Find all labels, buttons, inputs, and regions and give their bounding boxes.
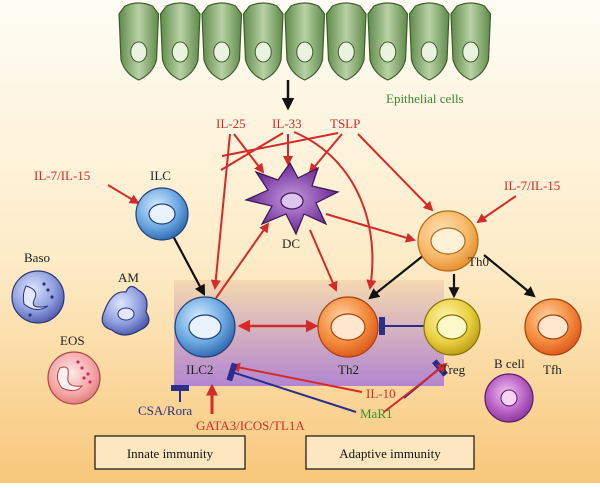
epithelial-cells-label: Epithelial cells — [386, 91, 464, 106]
il33-to-th2-arrow — [293, 131, 377, 290]
csa-rora-label: CSA/Rora — [138, 403, 192, 418]
am-label: AM — [118, 270, 139, 285]
epithelial-cell — [159, 2, 201, 81]
am-cell — [101, 285, 150, 336]
epithelial-layer — [118, 2, 492, 81]
treg-label: Treg — [441, 362, 466, 377]
il10-to-ilc2-arrow — [230, 362, 363, 393]
innate-immunity-box: Innate immunity — [94, 435, 246, 470]
adaptive-immunity-box: Adaptive immunity — [305, 435, 475, 470]
epithelial-cell — [450, 2, 492, 81]
adaptive-immunity-label: Adaptive immunity — [339, 446, 441, 461]
il7-il15-right-label: IL-7/IL-15 — [504, 178, 560, 193]
tslp-to-ilc2-line — [221, 132, 339, 157]
dc-to-th2-arrow — [309, 229, 338, 292]
ilc2-label: ILC2 — [186, 362, 213, 377]
b-cell — [484, 373, 534, 423]
mar1-inhibits-ilc2 — [226, 362, 357, 413]
epithelial-cell — [284, 2, 326, 81]
tslp-label: TSLP — [330, 116, 360, 131]
ilc2-to-dc-arrow — [215, 222, 270, 299]
dc-to-th0-arrow — [325, 213, 416, 243]
ilc2-cell — [174, 296, 236, 358]
epithelial-cell — [118, 2, 160, 81]
tfh-cell — [524, 298, 582, 356]
eos-cell — [47, 351, 101, 405]
mar1-label: MaR1 — [360, 406, 393, 421]
epithelial-cell — [201, 2, 243, 81]
tfh-label: Tfh — [543, 362, 562, 377]
il33-label: IL-33 — [272, 116, 302, 131]
th0-label: Th0 — [468, 254, 489, 269]
dc-cell — [244, 161, 340, 236]
arrows — [107, 80, 536, 414]
th2-cell — [317, 296, 379, 358]
baso-label: Baso — [24, 250, 50, 265]
il10-label: IL-10 — [366, 386, 396, 401]
th2-label: Th2 — [338, 362, 359, 377]
innate-immunity-label: Innate immunity — [127, 446, 214, 461]
treg-cell — [423, 298, 481, 356]
epithelial-cell — [325, 2, 367, 81]
il25-to-ilc2-arrow — [210, 133, 231, 290]
th0-cell — [417, 210, 479, 272]
gata3-icos-tl1a-label: GATA3/ICOS/TL1A — [196, 418, 305, 433]
eos-label: EOS — [60, 333, 85, 348]
th0-to-tfh-arrow — [483, 254, 536, 298]
il33-to-ilc2-line — [220, 132, 284, 171]
epithelial-cell — [408, 2, 450, 81]
il7-to-ilc-arrow — [107, 184, 140, 205]
labels: Epithelial cells IL-25 IL-33 TSLP IL-7/I… — [24, 91, 562, 433]
tslp-to-th0-arrow — [357, 133, 434, 212]
epithelial-cell — [367, 2, 409, 81]
ilc-label: ILC — [150, 168, 171, 183]
dc-label: DC — [282, 236, 300, 251]
il7-il15-left-label: IL-7/IL-15 — [34, 168, 90, 183]
mar1-to-treg-arrow — [383, 362, 448, 413]
baso-cell — [11, 270, 65, 324]
b-cell-label: B cell — [494, 356, 525, 371]
th0-to-th2-arrow — [368, 254, 425, 300]
ilc-to-ilc2-arrow — [171, 233, 206, 296]
il25-label: IL-25 — [216, 116, 246, 131]
tslp-to-dc-arrow — [308, 133, 343, 174]
ilc-cell — [135, 187, 189, 241]
il7-to-th0-arrow — [476, 195, 517, 224]
epithelial-cell — [242, 2, 284, 81]
